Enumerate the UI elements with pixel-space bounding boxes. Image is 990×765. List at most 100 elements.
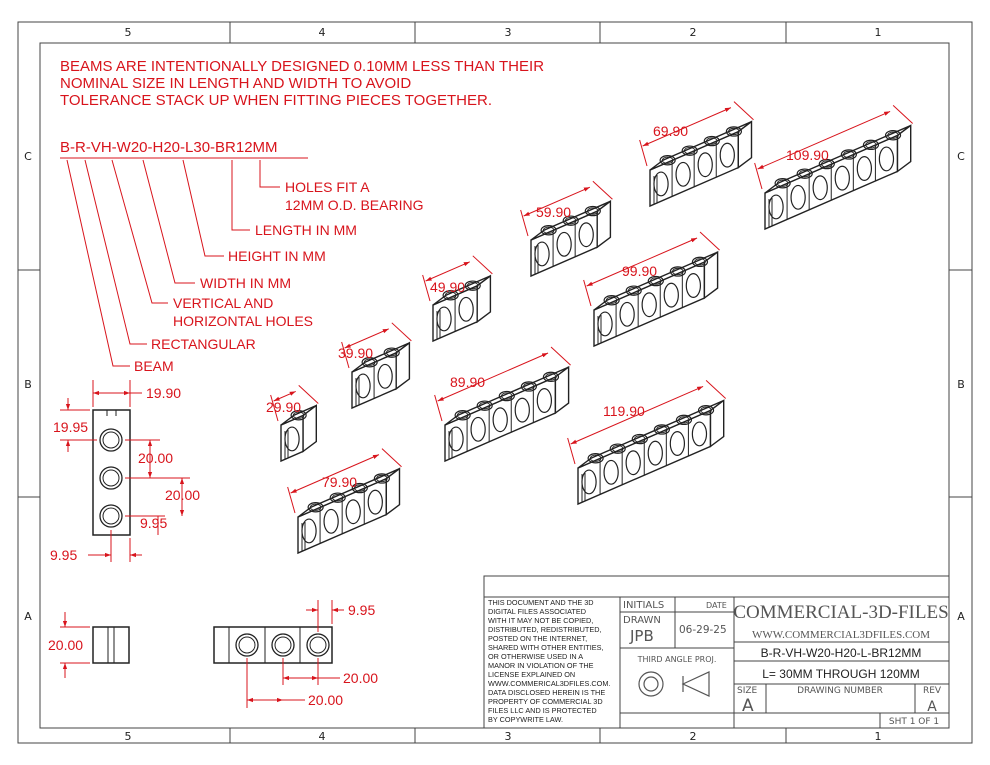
legal-line-11: DATA DISCLOSED HEREIN IS THE: [488, 688, 605, 697]
company-website: WWW.COMMERCIAL3DFILES.COM: [752, 629, 930, 641]
beam-5-hole: 89.90: [434, 346, 571, 463]
beam-top-hole: [681, 145, 698, 156]
long-view-outline: [213, 626, 333, 664]
beam-end-face: [476, 274, 492, 324]
isometric-beams: 29.9039.9049.9059.9069.9079.9089.9099.90…: [266, 101, 914, 555]
beam-top-hole: [307, 502, 324, 513]
legal-line-9: LICENSE EXPLAINED ON: [488, 670, 575, 679]
beam-length-dimension: [290, 454, 380, 494]
beam-length-dimension: [642, 107, 732, 147]
legal-line-13: FILES LLC AND IS PROTECTED: [488, 706, 597, 715]
beam-top-hole: [562, 215, 579, 226]
beam-top-hole: [290, 410, 307, 421]
legend-vh-1: VERTICAL AND: [173, 295, 273, 311]
dim-long-pitch-2: 20.00: [308, 692, 343, 708]
projection-label: THIRD ANGLE PROJ.: [637, 655, 717, 664]
legal-line-10: WWW.COMMERICAL3DFILES.COM.: [488, 679, 610, 688]
beam-top-hole: [329, 492, 346, 503]
beam-length-label: 39.90: [338, 345, 373, 361]
beam-side-hole: [345, 499, 361, 525]
beam-top-hole: [476, 400, 493, 411]
front-hole-3: [99, 504, 123, 528]
beam-top-hole: [540, 225, 557, 236]
initials-label: INITIALS: [623, 600, 664, 611]
legal-line-7: OR OTHERWISE USED IN A: [488, 652, 583, 661]
col-label-4-bottom: 4: [319, 730, 326, 743]
beam-top-hole: [625, 285, 642, 296]
beam-length-label: 59.90: [536, 204, 571, 220]
beam-length-dimension: [425, 261, 470, 282]
row-label-c-right: C: [957, 150, 965, 163]
beam-side-hole: [556, 231, 572, 257]
dim-bottom-offset: 9.95: [50, 547, 77, 563]
legal-line-1: THIS DOCUMENT AND THE 3D: [488, 598, 594, 607]
row-label-a-right: A: [957, 610, 965, 623]
beam-top-hole: [454, 410, 471, 421]
beam-end-face: [395, 341, 411, 391]
front-view: 19.90 19.95 20.00 20.00 9.95 9.95: [50, 380, 200, 563]
dim-side-offset: 9.95: [140, 515, 167, 531]
beam-side-hole: [492, 407, 508, 433]
side-view-end: 20.00: [48, 612, 130, 678]
beam-6-hole: 119.90: [567, 380, 727, 506]
legend-length: LENGTH IN MM: [255, 222, 357, 238]
legend-rectangular: RECTANGULAR: [151, 336, 256, 352]
legend-width: WIDTH IN MM: [200, 275, 291, 291]
col-label-2-bottom: 2: [690, 730, 697, 743]
title-block: THIS DOCUMENT AND THE 3D DIGITAL FILES A…: [483, 575, 950, 729]
beam-length-dimension: [273, 390, 296, 402]
border-zone-labels: 5 4 3 2 1 5 4 3 2 1 C B A C B A: [24, 26, 965, 743]
beam-side-hole: [625, 450, 641, 476]
beam-length-label: 69.90: [653, 123, 688, 139]
third-angle-projection-icon: [638, 671, 710, 697]
note-line-2: NOMINAL SIZE IN LENGTH AND WIDTH TO AVOI…: [60, 75, 411, 92]
company-name: COMMERCIAL-3D-FILES: [733, 602, 948, 623]
dim-end-height: 20.00: [48, 637, 83, 653]
beam-length-dimension: [570, 385, 704, 445]
beam-top-hole: [796, 168, 813, 179]
beam-side-hole: [812, 175, 828, 201]
col-label-4: 4: [319, 26, 326, 39]
side-view-long: 9.95 20.00 20.00: [213, 600, 378, 708]
tolerance-note: BEAMS ARE INTENTIONALLY DESIGNED 0.10MM …: [60, 58, 544, 109]
part-code-breakdown: B-R-VH-W20-H20-L30-BR12MM HOLES FIT A 12…: [60, 139, 423, 374]
beam-2-hole: 39.90: [338, 322, 412, 410]
dim-width: 19.90: [146, 385, 181, 401]
beam-length-dimension: [757, 110, 891, 170]
beam-top-hole: [361, 357, 378, 368]
beam-top-hole: [442, 290, 459, 301]
beam-end-face: [709, 399, 725, 448]
front-hole-3-inner: [102, 507, 120, 525]
beam-end-face: [703, 250, 719, 300]
beam-top-hole: [383, 347, 400, 358]
col-label-1: 1: [875, 26, 882, 39]
beam-top-hole: [587, 453, 604, 464]
legend-holes-1: HOLES FIT A: [285, 179, 370, 195]
beam-3-hole: 59.90: [520, 180, 613, 278]
dim-long-pitch: 20.00: [343, 670, 378, 686]
beam-length-label: 119.90: [603, 403, 645, 419]
part-title-2: L= 30MM THROUGH 120MM: [762, 667, 919, 681]
beam-length-label: 49.90: [430, 279, 465, 295]
beam-side-hole: [323, 508, 339, 534]
legend-height: HEIGHT IN MM: [228, 248, 326, 264]
beam-end-face: [896, 124, 912, 173]
legend-beam: BEAM: [134, 358, 174, 374]
beam-top-hole: [464, 280, 481, 291]
beam-length-label: 29.90: [266, 399, 301, 415]
beam-top-hole: [659, 155, 676, 166]
legal-notice: THIS DOCUMENT AND THE 3D DIGITAL FILES A…: [488, 598, 610, 724]
dim-pitch: 20.00: [138, 450, 173, 466]
row-label-a: A: [24, 610, 32, 623]
legal-line-6: SHARED WITH OTHER ENTITIES,: [488, 643, 604, 652]
beam-length-dimension: [523, 186, 591, 217]
beam-1-hole: 29.90: [266, 385, 319, 463]
beam-side-hole: [458, 296, 474, 322]
size-label: SIZE: [737, 686, 758, 696]
beam-length-label: 109.90: [786, 147, 829, 163]
front-hole-1: [99, 428, 123, 452]
row-label-b: B: [24, 378, 32, 391]
dim-edge: 19.95: [53, 419, 88, 435]
dim-long-edge: 9.95: [348, 602, 375, 618]
